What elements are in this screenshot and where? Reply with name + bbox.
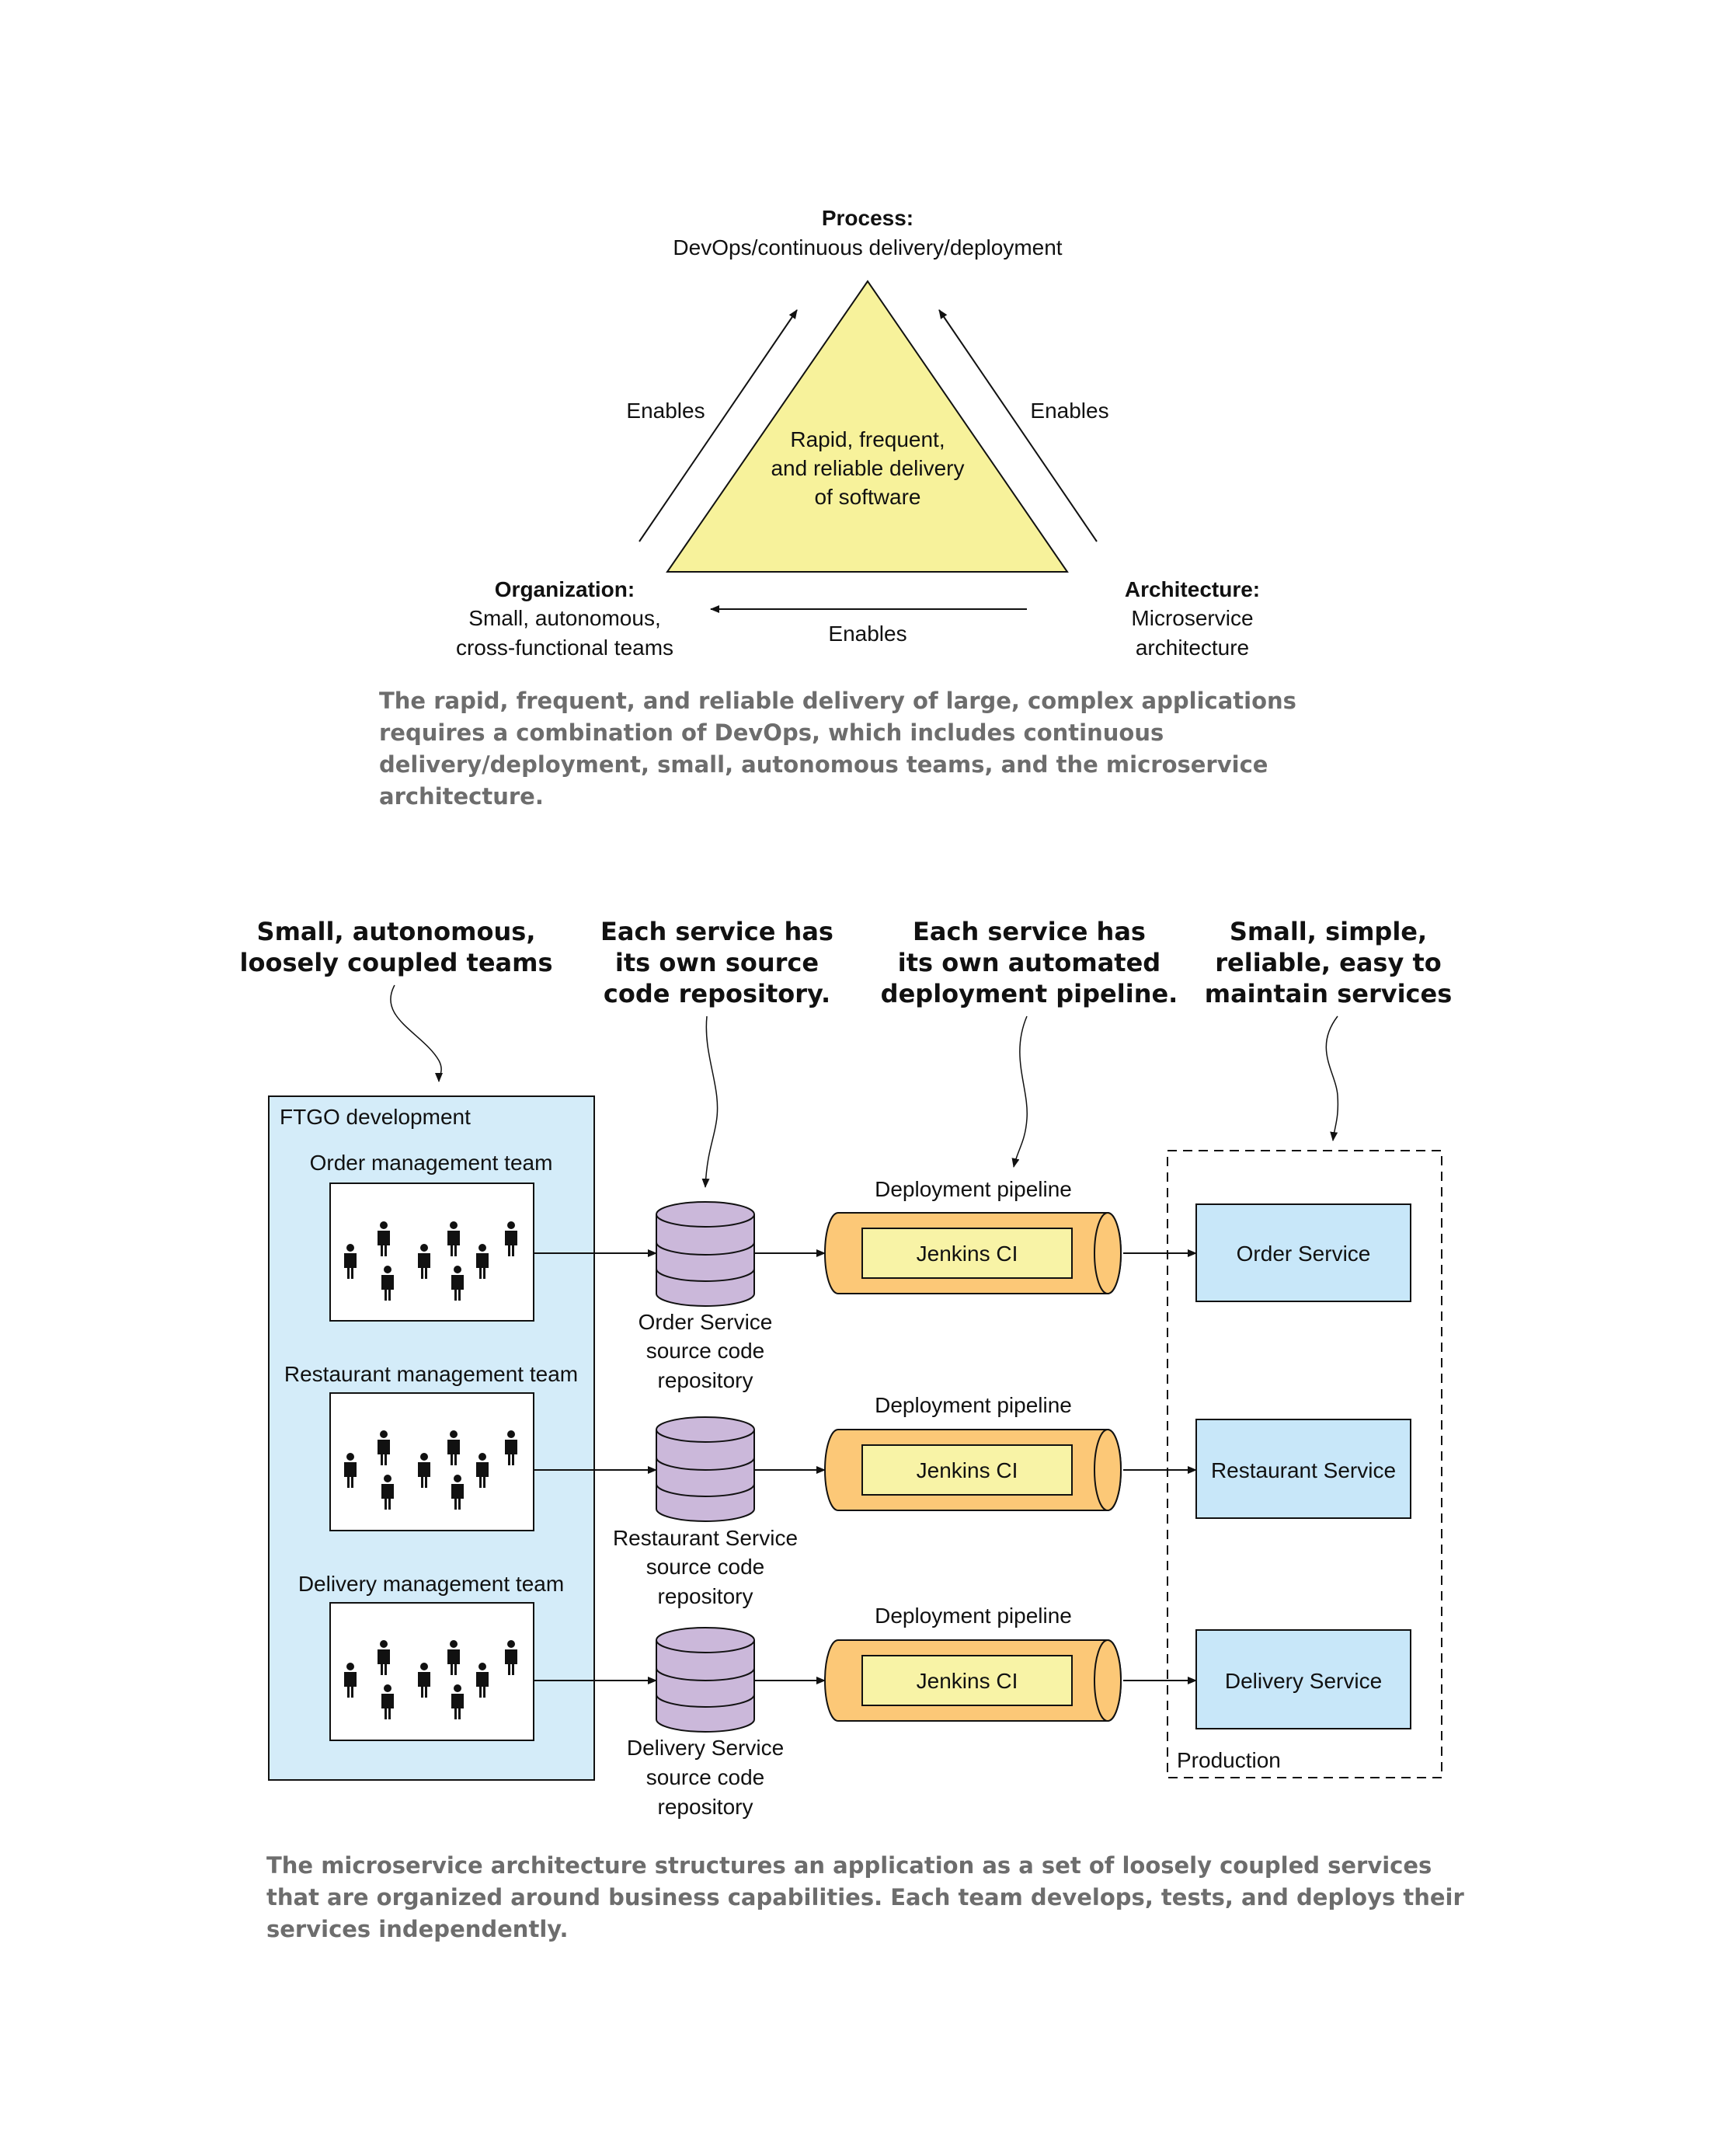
repository-label-delivery-line-3: repository (658, 1795, 753, 1819)
production-environment: Production Order Service Restaurant Serv… (1167, 1150, 1442, 1778)
database-band (656, 1242, 755, 1256)
triangle-figure: Rapid, frequent, and reliable delivery o… (456, 206, 1260, 660)
flow-arrows (534, 1249, 1197, 1684)
enables-label-bottom: Enables (828, 622, 906, 646)
pipeline-tool-restaurant: Jenkins CI (917, 1458, 1018, 1482)
repository-delivery: Delivery Service source code repository (627, 1627, 784, 1819)
enables-label-left: Enables (626, 399, 705, 423)
organization-desc-line-1: Small, autonomous, (468, 606, 660, 630)
architecture-desc-line-1: Microservice (1131, 606, 1253, 630)
process-title: Process: (822, 206, 913, 230)
architecture-title: Architecture: (1125, 577, 1260, 601)
database-top (656, 1627, 755, 1653)
triangle-center-line-1: Rapid, frequent, (790, 427, 945, 451)
ftgo-development-title: FTGO development (280, 1105, 471, 1129)
production-label: Production (1177, 1748, 1281, 1772)
service-box-order (1195, 1203, 1411, 1302)
caption-microservices: The microservice architecture structures… (266, 1852, 1464, 1942)
repository-label-delivery-line-2: source code (646, 1765, 765, 1789)
annotation-repo-line-3: code repository. (604, 979, 830, 1008)
annotation-pipeline-line-1: Each service has (913, 917, 1146, 946)
pipeline-restaurant: Deployment pipeline Jenkins CI (824, 1393, 1122, 1511)
service-label-order: Order Service (1237, 1242, 1371, 1266)
annotation-repo-line-2: its own source (615, 948, 819, 977)
annotation-pipeline-pointer (1011, 1015, 1028, 1168)
annotation-services-pointer (1325, 1015, 1339, 1141)
repository-order: Order Service source code repository (639, 1201, 773, 1392)
annotation-services-line-1: Small, simple, (1230, 917, 1427, 946)
database-band (656, 1667, 755, 1681)
database-band (656, 1694, 755, 1708)
annotation-teams-pointer (390, 984, 444, 1082)
repository-label-delivery-line-1: Delivery Service (627, 1736, 784, 1760)
database-band (656, 1268, 755, 1282)
service-box-restaurant (1195, 1419, 1411, 1519)
organization-desc-line-2: cross-functional teams (456, 636, 673, 660)
database-band (656, 1483, 755, 1497)
annotation-services-line-3: maintain services (1205, 979, 1453, 1008)
architecture-desc-line-2: architecture (1136, 636, 1249, 660)
database-icon (656, 1214, 755, 1307)
repository-label-restaurant-line-3: repository (658, 1584, 753, 1608)
database-band (656, 1457, 755, 1471)
pipeline-label-restaurant: Deployment pipeline (875, 1393, 1072, 1417)
delivery-triangle (666, 280, 1069, 573)
enables-arrow-right (938, 309, 1098, 542)
pipeline-label-order: Deployment pipeline (875, 1177, 1072, 1201)
team-box-restaurant (329, 1392, 534, 1531)
pipeline-order: Deployment pipeline Jenkins CI (824, 1177, 1122, 1294)
team-label-delivery: Delivery management team (298, 1572, 564, 1596)
process-desc: DevOps/continuous delivery/deployment (673, 235, 1062, 259)
annotation-teams-line-1: Small, autonomous, (257, 917, 536, 946)
caption-triangle: The rapid, frequent, and reliable delive… (379, 688, 1296, 810)
team-box-delivery (329, 1602, 534, 1741)
pipeline-end (1094, 1429, 1122, 1511)
enables-arrow-left (639, 309, 798, 542)
jenkins-box-restaurant (861, 1444, 1073, 1496)
organization-title: Organization: (495, 577, 635, 601)
repository-label-order-line-2: source code (646, 1339, 765, 1363)
repository-restaurant: Restaurant Service source code repositor… (613, 1416, 798, 1608)
repository-label-order-line-3: repository (658, 1368, 753, 1392)
annotations: Small, autonomous, loosely coupled teams… (240, 917, 1453, 1188)
database-icon (656, 1640, 755, 1733)
annotation-services-line-2: reliable, easy to (1215, 948, 1442, 977)
annotation-repo-line-1: Each service has (600, 917, 833, 946)
pipeline-tool-order: Jenkins CI (917, 1242, 1018, 1266)
annotation-pipeline-line-3: deployment pipeline. (881, 979, 1178, 1008)
annotation-pipeline-line-2: its own automated (898, 948, 1160, 977)
jenkins-box-delivery (861, 1655, 1073, 1706)
service-box-delivery (1195, 1629, 1411, 1729)
service-label-delivery: Delivery Service (1225, 1669, 1382, 1693)
team-label-restaurant: Restaurant management team (284, 1362, 578, 1386)
ftgo-development: FTGO development Order management team R… (268, 1095, 595, 1781)
team-box-order (329, 1182, 534, 1322)
repository-label-restaurant-line-1: Restaurant Service (613, 1526, 798, 1550)
triangle-center-line-3: of software (815, 485, 921, 509)
pipeline-end (1094, 1639, 1122, 1722)
pipeline-label-delivery: Deployment pipeline (875, 1604, 1072, 1628)
annotation-teams-line-2: loosely coupled teams (240, 948, 553, 977)
pipeline-end (1094, 1212, 1122, 1294)
enables-label-right: Enables (1030, 399, 1108, 423)
pipeline-tool-delivery: Jenkins CI (917, 1669, 1018, 1693)
triangle-center-line-2: and reliable delivery (771, 456, 964, 480)
pipeline-delivery: Deployment pipeline Jenkins CI (824, 1604, 1122, 1722)
repository-label-order-line-1: Order Service (639, 1310, 773, 1334)
database-icon (656, 1430, 755, 1522)
database-top (656, 1201, 755, 1228)
annotation-repo-pointer (701, 1015, 719, 1188)
team-label-order: Order management team (310, 1151, 553, 1175)
database-top (656, 1416, 755, 1443)
service-label-restaurant: Restaurant Service (1211, 1458, 1396, 1482)
jenkins-box-order (861, 1228, 1073, 1279)
repository-label-restaurant-line-2: source code (646, 1555, 765, 1579)
